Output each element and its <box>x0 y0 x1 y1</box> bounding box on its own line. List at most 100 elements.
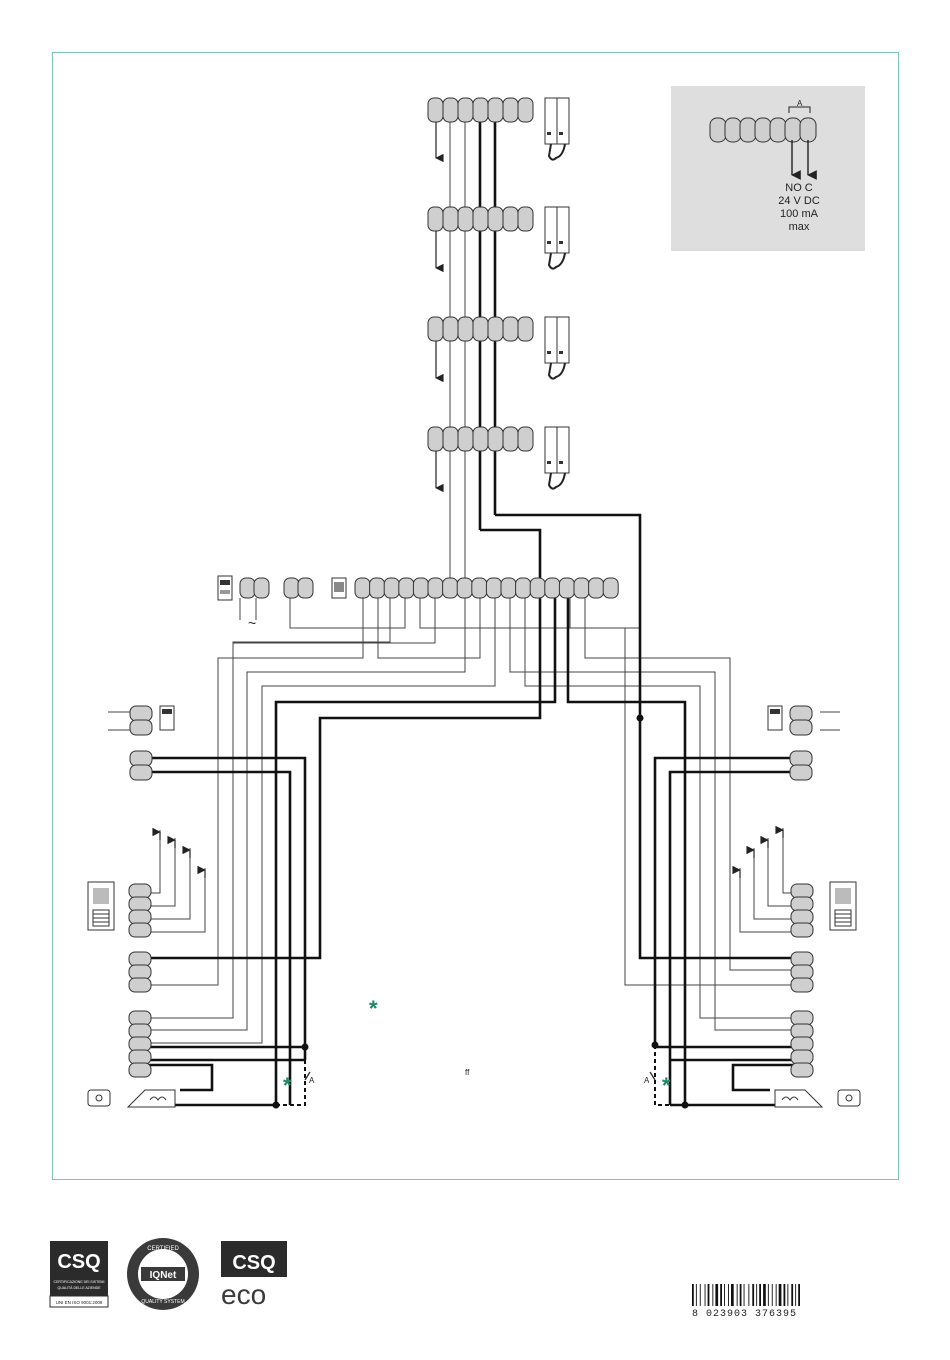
terminal <box>791 1011 813 1025</box>
left-lock-icon <box>88 1090 175 1107</box>
terminal <box>791 1063 813 1077</box>
optional-switch-wires <box>276 1045 685 1105</box>
handset-icon <box>545 98 569 160</box>
barcode-digits: 8 023903 376395 <box>692 1309 797 1320</box>
inset-background <box>671 86 865 251</box>
barcode-bar <box>720 1284 722 1306</box>
terminal <box>530 578 545 598</box>
barcode-bar <box>708 1284 710 1306</box>
terminal <box>428 427 443 451</box>
terminal <box>443 427 458 451</box>
handset-icon <box>545 207 569 269</box>
barcode-bar <box>724 1284 725 1306</box>
handset-cord <box>549 473 565 489</box>
handset-button <box>547 132 551 135</box>
terminal <box>545 578 560 598</box>
terminal <box>559 578 574 598</box>
apartment-units <box>545 98 569 489</box>
terminal <box>443 98 458 122</box>
barcode-bar <box>791 1284 793 1306</box>
terminal <box>791 1024 813 1038</box>
csq-eco-logo: CSQ eco <box>221 1241 287 1310</box>
terminal <box>428 98 443 122</box>
csq-logo: CSQ CERTIFICAZIONE DEI SISTEMI QUALITÀ D… <box>50 1241 108 1307</box>
handset-icon <box>545 317 569 379</box>
terminal <box>603 578 618 598</box>
csq-logo-line2: QUALITÀ DELLE AZIENDE <box>58 1286 102 1290</box>
barcode-bars <box>692 1284 800 1306</box>
handset-button <box>547 241 551 244</box>
left-asterisk: * <box>283 1073 292 1098</box>
left-switch-label: A <box>309 1076 315 1085</box>
left-door-station-icon <box>88 882 114 930</box>
barcode-bar <box>776 1284 777 1306</box>
terminal <box>518 317 533 341</box>
terminal <box>129 1037 151 1051</box>
handset-icon <box>545 427 569 489</box>
handset-button <box>559 132 563 135</box>
barcode-bar <box>748 1284 749 1306</box>
iqnet-logo-mid: IQNet <box>150 1270 177 1281</box>
terminal <box>791 965 813 979</box>
inset-line-1: NO C <box>785 182 813 194</box>
terminal <box>791 952 813 966</box>
terminal <box>129 1024 151 1038</box>
terminal <box>129 923 151 937</box>
right-terminal-blocks <box>791 884 813 1077</box>
terminal <box>501 578 516 598</box>
csq-logo-title: CSQ <box>57 1251 100 1273</box>
terminal <box>370 578 385 598</box>
ac-symbol: ~ <box>248 615 256 631</box>
csq-logo-line1: CERTIFICAZIONE DEI SISTEMI <box>54 1280 105 1284</box>
csq-eco-title: CSQ <box>232 1252 275 1274</box>
terminal <box>503 207 518 231</box>
barcode-bar <box>768 1284 769 1306</box>
barcode-bar <box>731 1284 734 1306</box>
handset-body <box>557 427 569 473</box>
terminal <box>428 578 443 598</box>
ff-label: ff <box>465 1068 470 1077</box>
terminal <box>428 207 443 231</box>
terminal <box>129 978 151 992</box>
floor-terminal-strip <box>428 98 533 122</box>
iqnet-logo: IQNet CERTIFIED QUALITY SYSTEM <box>127 1238 199 1310</box>
right-switch-label: A <box>644 1076 650 1085</box>
barcode-bar <box>715 1284 718 1306</box>
terminal <box>791 978 813 992</box>
handset-body <box>557 98 569 144</box>
inset-relay-label: A <box>797 99 803 108</box>
terminal <box>129 910 151 924</box>
barcode-bar <box>798 1284 800 1306</box>
inset-line-2: 24 V DC <box>778 195 820 207</box>
iqnet-logo-bottom: QUALITY SYSTEM <box>141 1299 184 1305</box>
handset-button <box>547 461 551 464</box>
barcode-bar <box>728 1284 729 1306</box>
handset-button <box>547 351 551 354</box>
central-unit: ~ <box>218 576 618 631</box>
control-module-icon <box>332 578 346 598</box>
right-power-block <box>768 706 812 735</box>
terminal <box>129 1063 151 1077</box>
terminal <box>458 317 473 341</box>
barcode-bar <box>779 1284 782 1306</box>
terminal <box>443 578 458 598</box>
terminal <box>129 1050 151 1064</box>
terminal <box>472 578 487 598</box>
terminal <box>384 578 399 598</box>
barcode-bar <box>712 1284 713 1306</box>
terminal <box>791 1050 813 1064</box>
handset-button <box>559 461 563 464</box>
terminal <box>791 1037 813 1051</box>
terminal <box>129 897 151 911</box>
terminal <box>791 897 813 911</box>
terminal <box>473 427 488 451</box>
terminal <box>518 427 533 451</box>
terminal <box>518 98 533 122</box>
barcode-bar <box>752 1284 754 1306</box>
terminal <box>516 578 531 598</box>
terminal <box>589 578 604 598</box>
floor-terminal-strip <box>428 207 533 231</box>
handset-body <box>545 207 557 253</box>
inset-line-3: 100 mA <box>780 208 819 220</box>
barcode: 8 023903 376395 <box>692 1284 800 1320</box>
